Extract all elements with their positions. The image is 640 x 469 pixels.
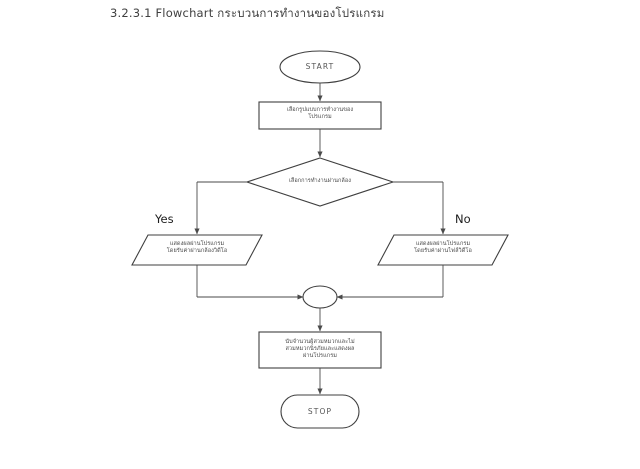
page-title: 3.2.3.1 Flowchart กระบวนการทำงานของโปรแก… bbox=[110, 6, 385, 20]
select-mode-node-shape bbox=[258, 101, 382, 130]
merge-node-shape bbox=[302, 285, 338, 309]
decision-node-shape bbox=[245, 157, 395, 207]
count-helmets-node-shape bbox=[258, 331, 382, 369]
output-file-node-shape bbox=[377, 234, 509, 266]
stop-node-shape bbox=[280, 394, 360, 429]
output-camera-node-shape bbox=[131, 234, 263, 266]
start-node-shape bbox=[279, 50, 361, 84]
branch-label-yes: Yes bbox=[155, 212, 174, 226]
branch-label-no: No bbox=[455, 212, 471, 226]
